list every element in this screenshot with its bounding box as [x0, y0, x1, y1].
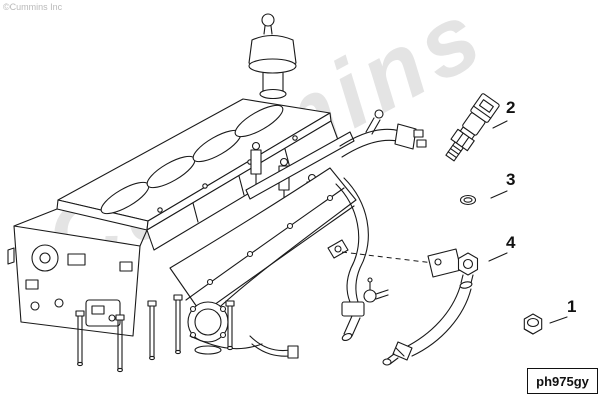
hoses-fittings-drawing: [249, 109, 427, 359]
part-4-fitting-tube-drawing: [382, 248, 479, 366]
part-code-box: ph975gy: [527, 368, 598, 394]
intake-manifold-drawing: [169, 167, 357, 355]
callout-leader-lines: [488, 120, 568, 324]
copyright-text: ©Cummins Inc: [3, 2, 63, 12]
oil-filler-cap-drawing: [248, 13, 297, 100]
part-1-plug-nut-drawing: [523, 313, 543, 335]
callout-number-1: 1: [567, 297, 577, 316]
callout-number-4: 4: [506, 233, 516, 252]
part-code-text: ph975gy: [536, 373, 589, 389]
mounting-studs-drawing: [75, 294, 235, 373]
valve-cover-drawing: [56, 98, 332, 231]
front-cover-drawing: [7, 208, 148, 337]
part-3-seal-ring-drawing: [459, 194, 477, 206]
callout-number-2: 2: [506, 98, 516, 117]
callout-number-3: 3: [506, 170, 516, 189]
part-2-sensor-drawing: [445, 93, 500, 162]
